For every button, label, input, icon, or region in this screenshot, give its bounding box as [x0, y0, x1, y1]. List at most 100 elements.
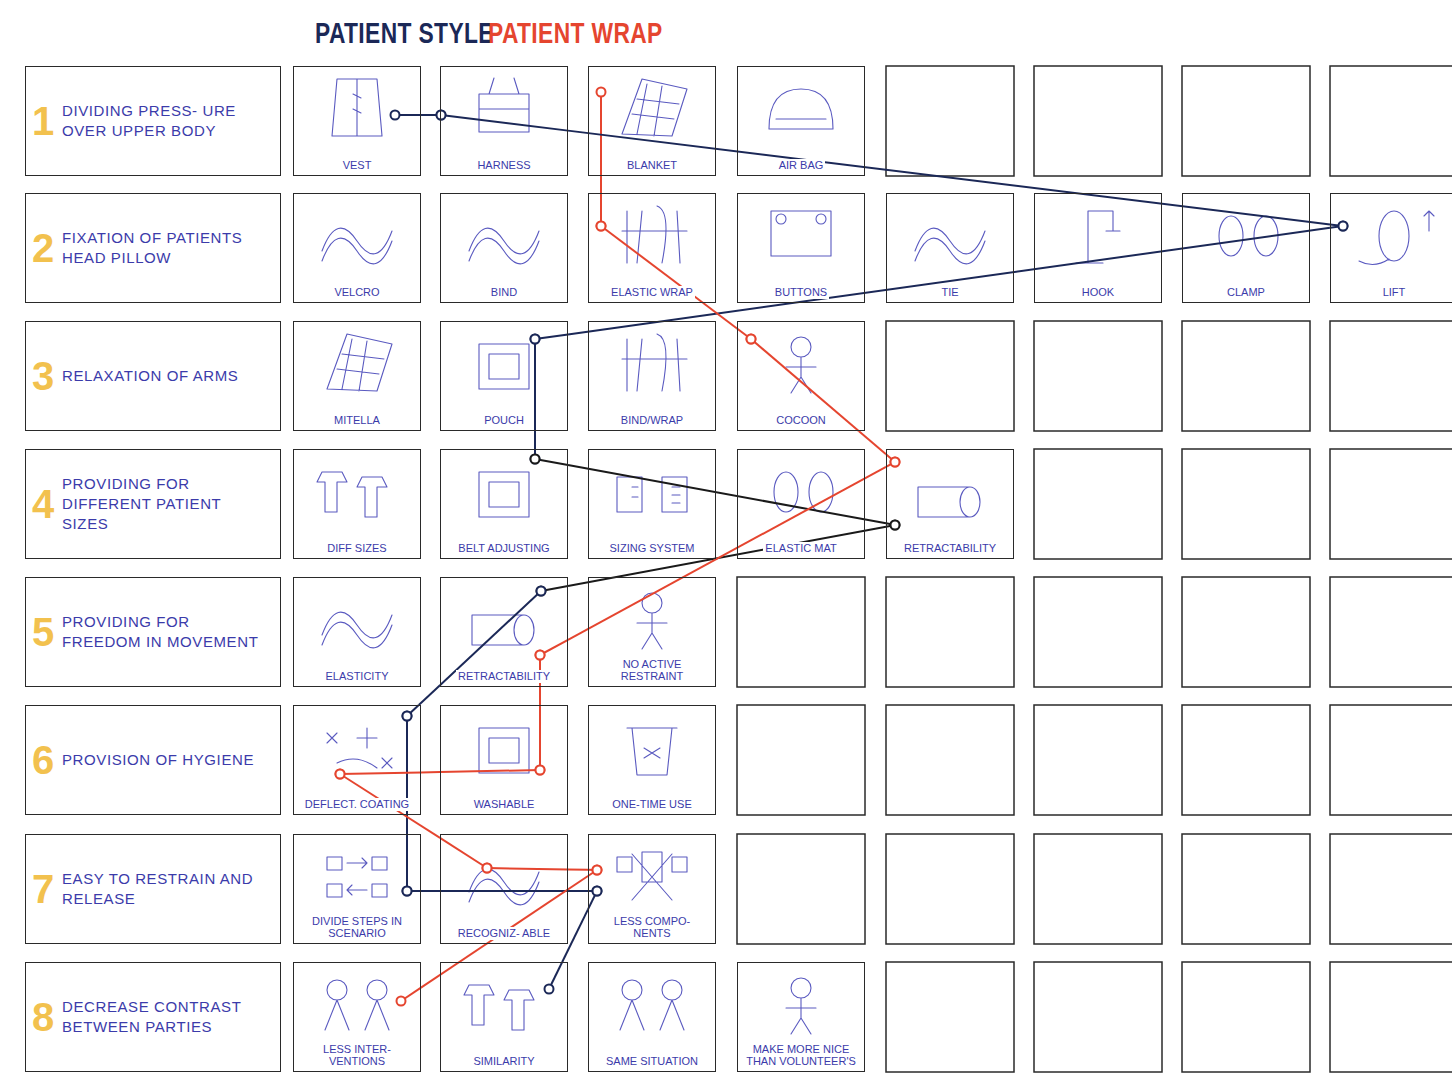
concept-sketch — [327, 728, 392, 768]
concept-sketch — [1076, 211, 1120, 263]
concept-sketch — [620, 980, 684, 1030]
concept-label: POUCH — [482, 414, 526, 427]
connector — [568, 228, 1330, 335]
function-text: RELAXATION OF ARMS — [62, 366, 238, 386]
connector-stub — [539, 705, 541, 770]
empty-cell — [1034, 321, 1162, 431]
connector-dot — [536, 766, 545, 775]
connector-stub — [406, 834, 408, 891]
concept-sketch — [322, 228, 392, 264]
concept-label: LESS INTER- VENTIONS — [297, 1043, 417, 1068]
function-text: DIVIDING PRESS- URE OVER UPPER BODY — [62, 101, 272, 142]
connector-dot — [597, 88, 606, 97]
concept-box: DIVIDE STEPS IN SCENARIO — [293, 834, 421, 944]
row-number: 1 — [32, 101, 62, 141]
connector-dot — [531, 335, 540, 344]
connector-dot — [403, 887, 412, 896]
concept-box: BIND/WRAP — [588, 321, 716, 431]
function-box: 3RELAXATION OF ARMS — [25, 321, 281, 431]
concept-sketch — [774, 472, 833, 512]
empty-cell — [1330, 577, 1452, 687]
row-number: 4 — [32, 484, 62, 524]
function-box: 5PROVIDING FOR FREEDOM IN MOVEMENT — [25, 577, 281, 687]
concept-label: DIFF SIZES — [325, 542, 388, 555]
concept-sketch — [769, 89, 833, 129]
empty-cell — [886, 705, 1014, 815]
connector-stub — [440, 838, 487, 868]
concept-sketch — [469, 228, 539, 264]
concept-sketch — [472, 615, 534, 645]
concept-sketch — [317, 472, 387, 517]
concept-label: VELCRO — [332, 286, 381, 299]
concept-box: SAME SITUATION — [588, 962, 716, 1072]
concept-sketch — [464, 985, 534, 1030]
connector-dot — [391, 111, 400, 120]
concept-label: BIND — [489, 286, 519, 299]
row-number: 5 — [32, 612, 62, 652]
connector-dot — [747, 335, 756, 344]
connector — [568, 131, 1330, 225]
concept-label: HARNESS — [475, 159, 532, 172]
function-text: FIXATION OF PATIENTS HEAD PILLOW — [62, 228, 272, 269]
concept-sketch — [479, 472, 529, 517]
empty-cell — [1034, 962, 1162, 1072]
empty-cell — [1182, 66, 1310, 176]
row-number: 8 — [32, 997, 62, 1037]
function-box: 8DECREASE CONTRAST BETWEEN PARTIES — [25, 962, 281, 1072]
connector — [421, 771, 440, 773]
connector — [539, 687, 541, 705]
connector-dot — [531, 455, 540, 464]
empty-cell — [737, 834, 865, 944]
concept-sketch — [771, 211, 831, 256]
connector — [419, 685, 440, 705]
empty-cell — [886, 321, 1014, 431]
concept-sketch — [622, 334, 687, 391]
connector-stub — [601, 226, 703, 303]
concept-label: WASHABLE — [472, 798, 537, 811]
connector — [568, 467, 886, 640]
connector-dot — [891, 458, 900, 467]
concept-box: DEFLECT. COATING — [293, 705, 421, 815]
concept-box: BIND — [440, 193, 568, 303]
concept-box: AIR BAG — [737, 66, 865, 176]
concept-sketch — [469, 869, 539, 905]
concept-sketch — [1359, 211, 1434, 265]
empty-cell — [1034, 449, 1162, 559]
function-text: EASY TO RESTRAIN AND RELEASE — [62, 869, 272, 910]
connector-dot — [593, 887, 602, 896]
concept-box: ELASTICITY — [293, 577, 421, 687]
connector-dot — [437, 111, 446, 120]
connector-dot — [537, 587, 546, 596]
connector-stub — [441, 115, 568, 131]
connector-dot — [1339, 222, 1348, 231]
empty-cell — [1034, 705, 1162, 815]
function-box: 2FIXATION OF PATIENTS HEAD PILLOW — [25, 193, 281, 303]
concept-box: DIFF SIZES — [293, 449, 421, 559]
concept-label: ELASTIC WRAP — [609, 286, 695, 299]
connector-dot — [483, 864, 492, 873]
connector-stub — [340, 772, 421, 774]
concept-box: VEST — [293, 66, 421, 176]
connector-dot — [483, 864, 492, 873]
concept-box: ONE-TIME USE — [588, 705, 716, 815]
row-number: 6 — [32, 740, 62, 780]
empty-cell — [1182, 449, 1310, 559]
connector-dot — [891, 521, 900, 530]
concept-label: RETRACTABILITY — [456, 670, 552, 683]
concept-label: RETRACTABILITY — [902, 542, 998, 555]
connector — [568, 465, 886, 523]
connector-dot — [593, 887, 602, 896]
function-text: PROVIDING FOR DIFFERENT PATIENT SIZES — [62, 474, 272, 535]
empty-cell — [1330, 962, 1452, 1072]
empty-cell — [886, 577, 1014, 687]
connector-dot — [403, 887, 412, 896]
connector-dot — [336, 770, 345, 779]
concept-label: BLANKET — [625, 159, 679, 172]
empty-cell — [1182, 834, 1310, 944]
concept-box: ELASTIC MAT — [737, 449, 865, 559]
concept-label: ELASTIC MAT — [763, 542, 838, 555]
empty-cell — [886, 834, 1014, 944]
empty-cell — [1034, 577, 1162, 687]
concept-box: LESS COMPO- NENTS — [588, 834, 716, 944]
connector-dot — [536, 766, 545, 775]
